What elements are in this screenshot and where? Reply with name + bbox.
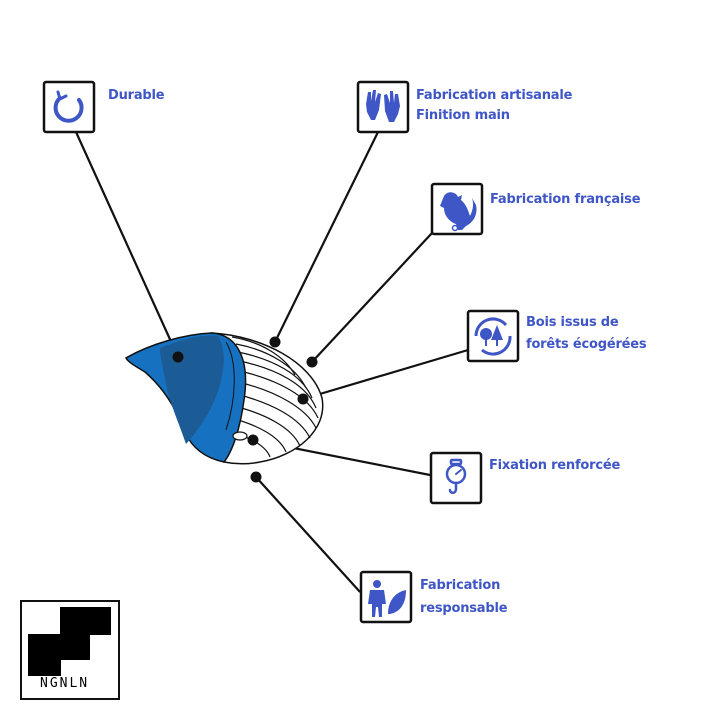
label-durable: Durable [108, 86, 165, 106]
label-artisanale: Fabrication artisanale Finition main [416, 86, 572, 126]
icon-box-durable [42, 80, 96, 134]
person-leaf-icon [368, 580, 406, 617]
label-artisanale-line-2: Finition main [416, 108, 510, 123]
icon-box-francaise [430, 182, 484, 236]
connector-bois [302, 348, 469, 401]
connector-lines [74, 131, 469, 593]
connector-dots [172, 336, 318, 483]
label-bois: Bois issus de forêts écogérées [526, 312, 647, 356]
dot-fixation [247, 434, 259, 446]
dot-responsable [250, 471, 262, 483]
label-francaise-line-1: Fabrication française [490, 192, 641, 207]
icon-box-fixation [429, 451, 483, 505]
brand-logo [20, 600, 120, 700]
trees-cycle-icon [474, 317, 512, 356]
stair-step-logo-icon [28, 607, 111, 676]
label-responsable-line-2: responsable [420, 601, 508, 616]
label-fixation-line-1: Fixation renforcée [489, 458, 621, 473]
hands-icon [366, 90, 400, 122]
label-responsable-line-1: Fabrication [420, 578, 501, 593]
label-fixation: Fixation renforcée [489, 456, 620, 476]
label-durable-line-1: Durable [108, 88, 165, 103]
icon-box-responsable [359, 570, 413, 624]
rooster-icon [440, 192, 477, 232]
shell-product-illustration [125, 332, 324, 465]
label-francaise: Fabrication française [490, 190, 641, 210]
dot-artisanale [269, 336, 281, 348]
connector-francaise [311, 232, 433, 363]
recycle-arrows-icon [53, 90, 84, 123]
dot-durable [172, 351, 184, 363]
hanging-scale-icon [445, 458, 467, 495]
dot-bois [297, 393, 309, 405]
label-responsable: Fabrication responsable [420, 574, 508, 620]
dot-francaise [306, 356, 318, 368]
label-bois-line-1: Bois issus de [526, 315, 619, 330]
connector-responsable [255, 476, 361, 593]
label-artisanale-line-1: Fabrication artisanale [416, 88, 573, 103]
brand-wordmark: NGNLN [40, 676, 90, 691]
connector-durable [74, 131, 180, 358]
icon-box-artisanale [356, 80, 410, 134]
connector-artisanale [274, 131, 379, 343]
label-bois-line-2: forêts écogérées [526, 337, 647, 352]
icon-box-bois [466, 309, 520, 363]
